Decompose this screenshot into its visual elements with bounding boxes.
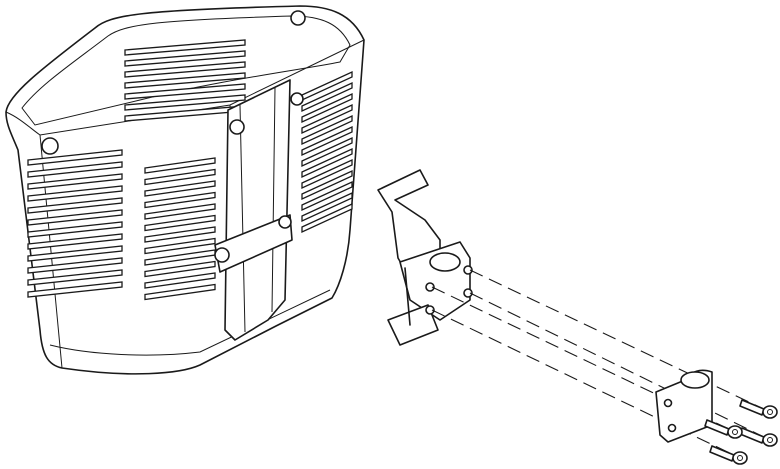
strap-bolt [229, 119, 245, 135]
rim-pivot-right [290, 10, 306, 26]
basket-slot [27, 269, 123, 286]
basket-slot [144, 283, 216, 301]
bracket-tube-bore [429, 252, 461, 272]
vertical-strap [214, 79, 304, 341]
clamp [655, 369, 713, 443]
bracket-hole [463, 265, 473, 275]
strap-bolt [278, 215, 292, 229]
basket-slot [124, 72, 246, 89]
screws [704, 399, 778, 465]
basket-rim-inner [21, 15, 351, 126]
basket-slot [27, 173, 123, 190]
basket-slot [144, 260, 216, 278]
screw-head [762, 433, 778, 447]
basket-slot [27, 245, 123, 262]
basket-slot [27, 257, 123, 274]
basket-slot [27, 233, 123, 250]
basket-slot [144, 226, 216, 243]
mounting-bracket [377, 169, 473, 346]
basket-slot [27, 161, 123, 178]
bracket-hole [463, 288, 473, 298]
clamp-bore [680, 371, 710, 389]
screw-head [762, 405, 778, 419]
basket-slot [301, 103, 353, 135]
screw [704, 419, 743, 439]
basket-slot [144, 191, 216, 209]
basket-slot [301, 169, 353, 201]
basket-slot [124, 39, 246, 56]
bracket-hole [425, 305, 435, 315]
strap-bolt [290, 92, 304, 106]
basket-slot [301, 81, 353, 113]
basket-slot [144, 203, 216, 220]
basket-slot [144, 272, 216, 289]
basket-slot [27, 149, 123, 166]
screw-head [727, 425, 743, 439]
basket-slot [144, 237, 216, 255]
basket-slot [27, 209, 123, 226]
basket-slot [27, 185, 123, 202]
basket-slot [301, 136, 353, 168]
screw [739, 399, 778, 419]
basket-slot [301, 125, 353, 157]
screw [739, 427, 778, 447]
basket-slot [301, 158, 353, 190]
clamp-hole [663, 398, 673, 408]
basket-slot [144, 214, 216, 232]
screw [709, 445, 748, 465]
basket-slot [144, 157, 216, 174]
basket-slot [124, 83, 246, 100]
bracket-hole [425, 282, 435, 292]
screw-head [732, 451, 748, 465]
basket-slot [301, 180, 353, 212]
basket-slot [124, 61, 246, 78]
basket-bottom-edge [49, 289, 331, 356]
basket-slot [124, 94, 246, 111]
strap-bolt [214, 247, 230, 263]
basket-slot [144, 180, 216, 197]
rim-pivot-left [41, 137, 59, 155]
basket-slot [124, 50, 246, 67]
basket-slot [301, 147, 353, 179]
basket-slot [301, 191, 353, 223]
basket-slot [301, 92, 353, 124]
basket-slot [301, 114, 353, 146]
basket-slot [301, 202, 353, 234]
basket-slot [144, 168, 216, 186]
basket-slots [27, 39, 353, 301]
basket-slot [27, 197, 123, 214]
basket [5, 5, 365, 375]
clamp-hole [667, 423, 677, 433]
basket-slot [27, 221, 123, 238]
basket-slot [27, 281, 123, 298]
